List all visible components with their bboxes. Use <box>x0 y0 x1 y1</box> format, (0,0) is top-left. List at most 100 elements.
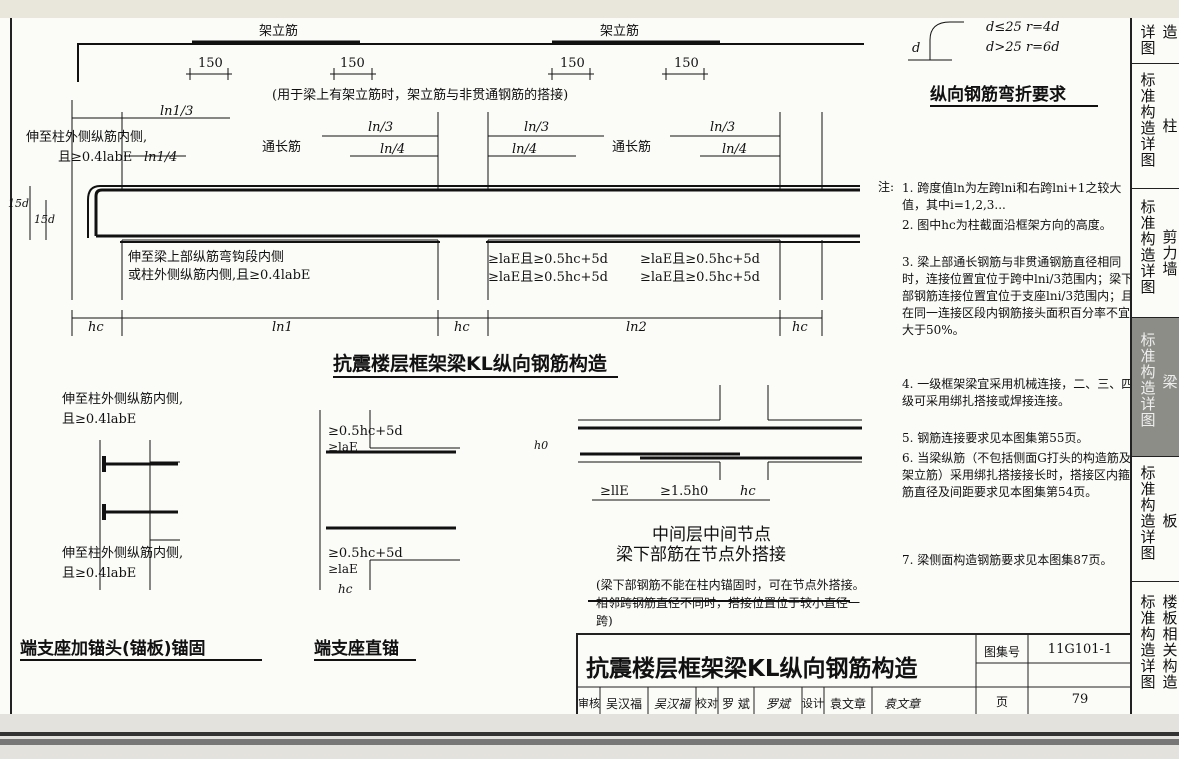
sidebar-item-label: 标准构造详图 <box>1140 464 1156 562</box>
bottom-bar-note-1: 伸至梁上部纵筋弯钩段内侧 <box>128 250 285 265</box>
dim-150: 150 <box>560 56 585 71</box>
straight-top-dim-2: ≥laE <box>328 440 358 454</box>
continuous-bar-label: 通长筋 <box>262 140 302 155</box>
dim-hc: hc <box>792 320 808 335</box>
sidebar-item-shear-wall[interactable]: 标准构造详图 剪力墙 <box>1132 189 1179 318</box>
sidebar-item-floor-slab[interactable]: 标准构造详图 楼板相关构造 <box>1132 582 1179 714</box>
anchorage-note: ≥laE且≥0.5hc+5d <box>640 252 760 267</box>
straight-anchor-title: 端支座直锚 <box>314 639 399 659</box>
note-item: 3. 梁上部通长钢筋与非贯通钢筋直径相同时，连接位置宜位于跨中lni/3范围内；… <box>902 255 1134 337</box>
drawing-linework <box>20 21 1098 661</box>
dim-ln-third: ln/3 <box>368 120 394 135</box>
dim-ln-third: ln/3 <box>710 120 736 135</box>
bottom-rule <box>0 739 1179 745</box>
sidebar-item-subject: 柱 <box>1162 117 1178 135</box>
mid-dim-hc: hc <box>740 484 756 499</box>
sidebar-item-subject: 梁 <box>1162 373 1178 391</box>
sidebar-item-slab[interactable]: 标准构造详图 板 <box>1132 457 1179 582</box>
anchor-plate-title: 端支座加锚头(锚板)锚固 <box>20 639 206 659</box>
dim-ln-third: ln/3 <box>524 120 550 135</box>
erect-bar-label-right: 架立筋 <box>600 24 640 39</box>
sidebar-item-label: 详图 <box>1140 23 1156 57</box>
anchor-note-top-1: 伸至柱外侧纵筋内侧, <box>62 392 184 407</box>
notes-label: 注: <box>878 180 895 194</box>
dim-150: 150 <box>340 56 365 71</box>
designer-name: 袁文章 <box>829 697 866 711</box>
atlas-no: 11G101-1 <box>1047 642 1113 657</box>
dim-15d: 15d <box>8 197 30 210</box>
sidebar-item-label: 标准构造详图 <box>1140 593 1156 691</box>
note-item: 5. 钢筋连接要求见本图集第55页。 <box>902 431 1089 445</box>
chapter-sidebar: 详图 造 标准构造详图 柱 标准构造详图 剪力墙 标准构造详图 梁 标准构造详图… <box>1130 18 1179 714</box>
note-item: 2. 图中hc为柱截面沿框架方向的高度。 <box>902 218 1112 232</box>
bend-rule-1: d≤25 r=4d <box>986 20 1060 35</box>
mid-dim-lle: ≥llE <box>600 484 629 499</box>
anchor-note-bottom-2: 且≥0.4labE <box>62 566 137 581</box>
straight-bottom-dim-2: ≥laE <box>328 562 358 576</box>
review-label: 审核 <box>578 697 600 710</box>
bottom-rule <box>0 732 1179 736</box>
main-diagram-title: 抗震楼层框架梁KL纵向钢筋构造 <box>333 353 607 375</box>
anchor-note-top-2: 且≥0.4labE <box>62 412 137 427</box>
straight-top-dim-1: ≥0.5hc+5d <box>328 424 403 439</box>
dim-hc: hc <box>454 320 470 335</box>
dim-15d-lower: 15d <box>34 213 56 226</box>
designer-signature: 袁文章 <box>883 697 920 711</box>
reviewer-signature: 吴汉福 <box>653 697 690 711</box>
anchor-note-bottom-1: 伸至柱外侧纵筋内侧, <box>62 546 184 561</box>
dim-hc: hc <box>88 320 104 335</box>
sheet-left-border <box>10 18 12 714</box>
anchorage-note: ≥laE且≥0.5hc+5d <box>488 252 608 267</box>
title-block-title: 抗震楼层框架梁KL纵向钢筋构造 <box>586 656 918 682</box>
atlas-no-label: 图集号 <box>983 645 1020 659</box>
sidebar-item-subject: 造 <box>1162 23 1178 41</box>
note-item: 7. 梁侧面构造钢筋要求见本图集87页。 <box>902 553 1113 567</box>
mid-joint-title-1: 中间层中间节点 <box>652 525 771 545</box>
bend-d-label: d <box>912 41 921 56</box>
viewer-bottom-bar <box>0 714 1179 759</box>
page-number: 79 <box>1071 692 1089 707</box>
continuous-bar-label: 通长筋 <box>612 140 652 155</box>
bend-rule-2: d>25 r=6d <box>986 40 1060 55</box>
sidebar-item-subject: 剪力墙 <box>1162 228 1178 278</box>
check-label: 校对 <box>696 697 718 710</box>
note-item: 1. 跨度值ln为左跨lni和右跨lni+1之较大值，其中i=1,2,3... <box>902 181 1122 212</box>
checker-signature: 罗斌 <box>765 697 790 711</box>
anchorage-note: ≥laE且≥0.5hc+5d <box>488 270 608 285</box>
sidebar-item-label: 标准构造详图 <box>1140 198 1156 296</box>
title-block: 抗震楼层框架梁KL纵向钢筋构造 图集号 11G101-1 页 79 审核 吴汉福… <box>576 633 1132 716</box>
reviewer-name: 吴汉福 <box>605 697 642 711</box>
erect-bar-label-left: 架立筋 <box>259 24 299 39</box>
sidebar-item-general[interactable]: 详图 造 <box>1132 18 1179 64</box>
left-end-note-2: 且≥0.4labE <box>58 150 133 165</box>
dim-ln-quarter: ln/4 <box>512 142 538 157</box>
mid-h0: h0 <box>534 439 549 452</box>
anchorage-note: ≥laE且≥0.5hc+5d <box>640 270 760 285</box>
sidebar-item-label: 标准构造详图 <box>1140 331 1156 429</box>
sidebar-item-subject: 楼板相关构造 <box>1162 593 1178 691</box>
straight-bottom-dim-1: ≥0.5hc+5d <box>328 546 403 561</box>
dim-ln1: ln1 <box>272 320 293 335</box>
page-label: 页 <box>995 695 1008 709</box>
sidebar-item-label: 标准构造详图 <box>1140 71 1156 169</box>
dim-ln-quarter: ln/4 <box>380 142 406 157</box>
dim-ln1-third: ln1/3 <box>160 104 194 119</box>
drawing-sheet <box>0 18 1130 714</box>
dim-ln1-quarter: ln1/4 <box>144 150 178 165</box>
sidebar-item-beam[interactable]: 标准构造详图 梁 <box>1132 318 1179 457</box>
dim-ln-quarter: ln/4 <box>722 142 748 157</box>
note-item: 4. 一级框架梁宜采用机械连接，二、三、四级可采用绑扎搭接或焊接连接。 <box>902 377 1134 408</box>
mid-joint-title-2: 梁下部筋在节点外搭接 <box>616 545 786 565</box>
dim-ln2: ln2 <box>626 320 647 335</box>
checker-name: 罗 斌 <box>722 697 750 711</box>
bottom-bar-note-2: 或柱外侧纵筋内侧,且≥0.4labE <box>128 268 311 283</box>
dim-150: 150 <box>198 56 223 71</box>
bend-title: 纵向钢筋弯折要求 <box>930 85 1066 105</box>
dim-150: 150 <box>674 56 699 71</box>
design-label: 设计 <box>802 697 824 710</box>
splice-note: (用于梁上有架立筋时，架立筋与非贯通钢筋的搭接) <box>272 88 569 103</box>
left-end-note-1: 伸至柱外侧纵筋内侧, <box>26 130 148 145</box>
straight-hc: hc <box>338 582 353 596</box>
sidebar-item-column[interactable]: 标准构造详图 柱 <box>1132 64 1179 189</box>
sidebar-item-subject: 板 <box>1162 512 1178 530</box>
